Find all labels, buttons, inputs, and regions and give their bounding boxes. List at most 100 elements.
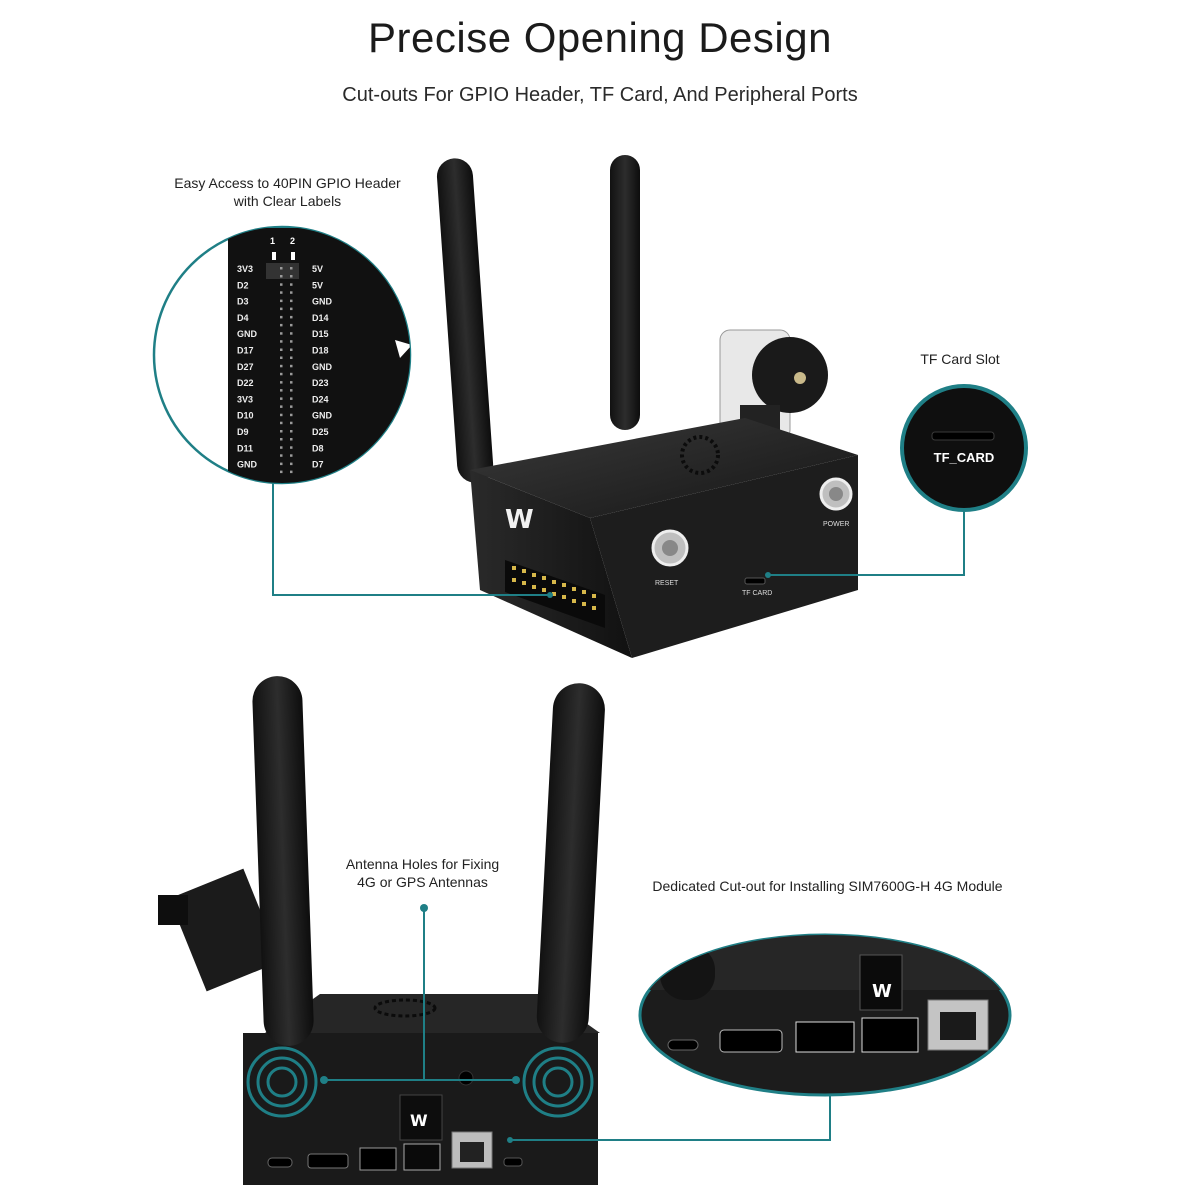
antenna-right-top xyxy=(610,155,640,430)
gpio-pin xyxy=(290,397,293,400)
zoom-usb-2-icon xyxy=(861,1017,919,1053)
usb-port-icon xyxy=(359,1147,397,1171)
antenna-callout-line-2: 4G or GPS Antennas xyxy=(357,874,488,890)
antenna-hole-left xyxy=(246,1046,318,1118)
gpio-callout-line-1: Easy Access to 40PIN GPIO Header xyxy=(174,175,401,191)
gpio-cutout xyxy=(505,560,605,628)
page-subtitle: Cut-outs For GPIO Header, TF Card, And P… xyxy=(342,84,858,106)
gpio-pin xyxy=(280,291,283,294)
gpio-pin xyxy=(290,421,293,425)
gpio-pin xyxy=(290,356,293,359)
gpio-pin xyxy=(280,405,283,408)
gpio-pin xyxy=(290,405,293,408)
gpio-left-label: D27 xyxy=(237,362,254,372)
antenna-callout: Antenna Holes for Fixing 4G or GPS Anten… xyxy=(320,855,525,891)
gpio-pin xyxy=(290,430,293,433)
pin-number-2: 2 xyxy=(290,236,295,246)
gpio-left-label: D9 xyxy=(237,427,249,437)
gpio-right-label: D23 xyxy=(312,378,329,388)
gpio-pin xyxy=(290,299,293,303)
gpio-pin xyxy=(280,323,283,327)
tf-card-callout: TF Card Slot xyxy=(920,351,1000,367)
case-front-right xyxy=(590,455,858,658)
gpio-left-label: D3 xyxy=(237,297,249,307)
gpio-right-label: D25 xyxy=(312,427,329,437)
gpio-pin xyxy=(280,307,283,311)
gpio-pin xyxy=(290,454,293,457)
tf-card-zoom: TF_CARD xyxy=(900,384,1028,512)
gpio-callout: Easy Access to 40PIN GPIO Header with Cl… xyxy=(150,174,425,210)
gpio-right-label: D7 xyxy=(312,460,324,470)
gpio-pin xyxy=(290,267,293,270)
antenna-right-bottom xyxy=(536,683,605,1043)
gpio-left-label: D10 xyxy=(237,411,254,421)
waveshare-logo: W xyxy=(505,505,534,535)
gpio-right-label: GND xyxy=(312,362,333,372)
gpio-pin xyxy=(290,323,293,327)
gpio-left-label: 3V3 xyxy=(237,394,253,404)
reset-label: RESET xyxy=(655,580,679,587)
gpio-right-label: D14 xyxy=(312,313,329,323)
tf-slot-icon xyxy=(744,577,766,585)
gpio-pin xyxy=(280,372,283,376)
gpio-right-label: GND xyxy=(312,297,333,307)
gpio-pin xyxy=(290,307,293,311)
gpio-pin xyxy=(280,454,283,457)
gpio-left-label: D11 xyxy=(237,443,253,453)
gpio-left-label: D17 xyxy=(237,346,254,356)
vent-icon xyxy=(680,435,720,475)
gpio-pin xyxy=(290,470,293,474)
gpio-pin xyxy=(290,315,293,319)
gpio-pin xyxy=(290,275,293,278)
gpio-zoom: 1 2 3V3D2D3D4GNDD17D27D223V3D10D9D11GND … xyxy=(152,225,412,485)
antenna-left-top xyxy=(436,158,494,483)
gpio-pin xyxy=(280,446,283,449)
gpio-right-label: D8 xyxy=(312,443,324,453)
zoom-usb-icon xyxy=(795,1021,855,1053)
tf-leader-line xyxy=(768,510,965,576)
gpio-pin xyxy=(280,315,283,319)
gpio-pin xyxy=(280,364,283,368)
gpio-pin xyxy=(280,332,283,335)
case-top-bottom-device xyxy=(265,994,600,1033)
antenna-hole-right xyxy=(522,1046,594,1118)
gpio-pin xyxy=(280,462,283,466)
gpio-pin xyxy=(280,283,283,286)
tf-card-zoom-label: TF_CARD xyxy=(934,450,995,465)
gpio-pin xyxy=(280,348,283,351)
gpio-pin xyxy=(280,340,283,343)
hdmi-port-icon xyxy=(307,1153,349,1169)
module-leader-line xyxy=(510,1095,831,1141)
gpio-pin xyxy=(290,381,293,384)
usb-c-port-icon xyxy=(267,1157,293,1168)
gpio-pin xyxy=(280,356,283,359)
gpio-pin xyxy=(280,299,283,303)
gpio-pin xyxy=(280,397,283,400)
gpio-pin xyxy=(290,413,293,417)
gpio-left-label: D22 xyxy=(237,378,254,388)
gpio-leader-line xyxy=(272,483,550,596)
gpio-right-label: D15 xyxy=(312,329,329,339)
page-title: Precise Opening Design xyxy=(368,14,832,61)
gpio-left-label: 3V3 xyxy=(237,264,253,274)
svg-text:W: W xyxy=(872,981,892,1002)
gpio-left-label: GND xyxy=(237,329,258,339)
gpio-pin xyxy=(280,470,283,474)
gpio-pin xyxy=(290,283,293,286)
gpio-right-label: GND xyxy=(312,411,333,421)
gpio-right-label: D18 xyxy=(312,346,329,356)
gpio-pin xyxy=(290,364,293,368)
gpio-pin xyxy=(290,332,293,335)
top-device: W RESET POWER TF CARD xyxy=(436,155,858,658)
gpio-pin xyxy=(290,462,293,466)
gpio-pin xyxy=(280,267,283,270)
gpio-pin xyxy=(280,389,283,392)
gpio-pin xyxy=(290,340,293,343)
gpio-pin xyxy=(280,381,283,384)
gpio-left-label: D4 xyxy=(237,313,249,323)
gpio-pin xyxy=(290,389,293,392)
gpio-pin xyxy=(280,413,283,417)
gpio-pin xyxy=(280,438,283,441)
module-callout: Dedicated Cut-out for Installing SIM7600… xyxy=(652,878,1003,894)
